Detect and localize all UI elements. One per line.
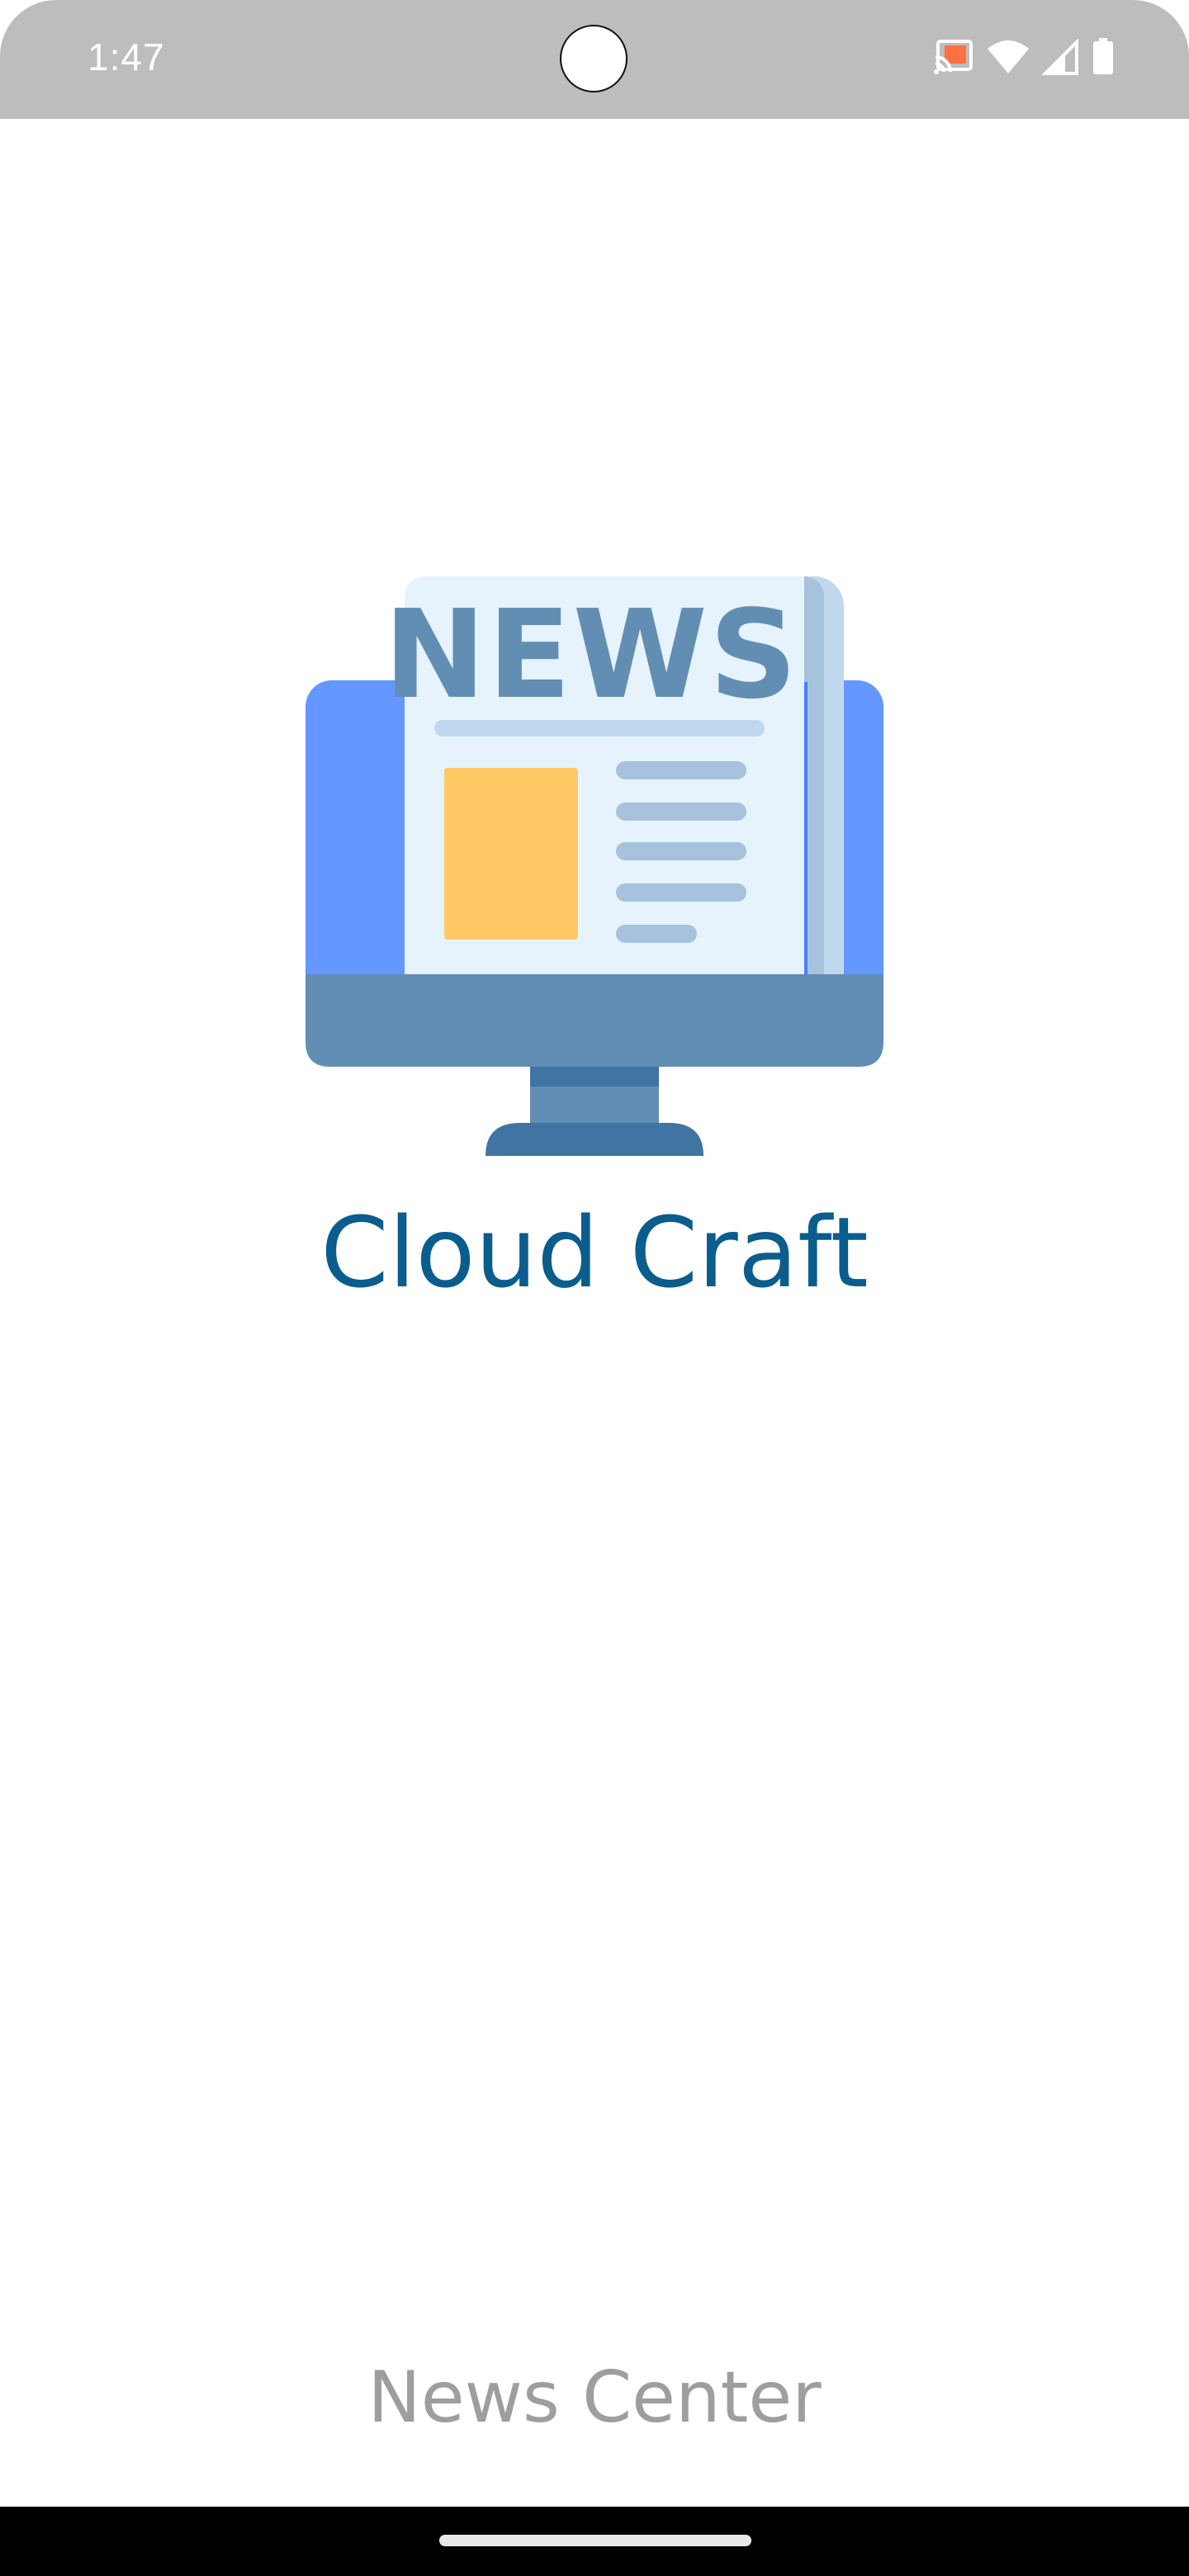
- battery-icon: [1092, 37, 1115, 80]
- home-gesture-handle[interactable]: [439, 2535, 751, 2546]
- app-name: Cloud Craft: [320, 1196, 869, 1309]
- cast-icon: [933, 39, 974, 79]
- wifi-icon: [986, 39, 1030, 79]
- news-monitor-icon: NEWS: [304, 575, 885, 1156]
- status-icons: [933, 37, 1115, 80]
- status-bar: 1:47: [0, 0, 1189, 119]
- news-logo-text: NEWS: [384, 584, 799, 726]
- app-subtitle: News Center: [367, 2356, 822, 2439]
- cell-signal-icon: [1041, 37, 1080, 79]
- camera-cutout: [560, 25, 628, 92]
- status-time: 1:47: [88, 36, 165, 78]
- navigation-bar: [0, 2507, 1189, 2576]
